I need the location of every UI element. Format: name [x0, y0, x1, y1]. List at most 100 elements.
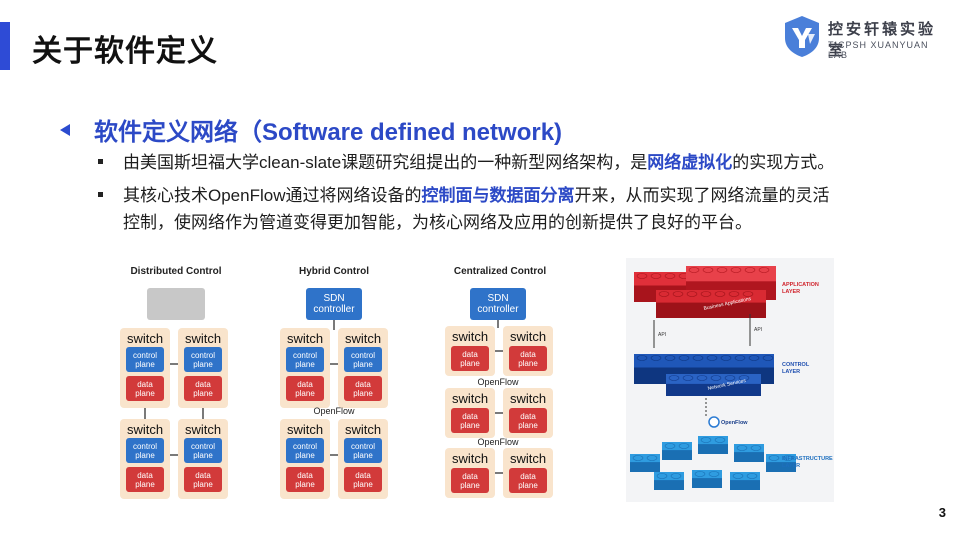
bullet-2-text: 其核心技术OpenFlow通过将网络设备的: [123, 186, 422, 205]
openflow-label: OpenFlow: [721, 420, 748, 426]
control-brick-1-stud-7: [734, 355, 746, 361]
distributed-switch-4-label: switch: [185, 422, 221, 437]
infra-brick-3-top: [734, 444, 764, 453]
app-brick-1-stud-1: [650, 273, 662, 279]
infra-brick-0-stud-1: [646, 455, 658, 461]
control-brick-2-stud-4: [724, 375, 736, 381]
infra-brick-6-stud-0: [694, 471, 706, 477]
infra-brick-2-stud-0: [700, 437, 712, 443]
app-brick-3-stud-4: [714, 291, 726, 297]
bullet-2-text-end: 开来，从而实现了网络流量的灵活: [574, 186, 830, 205]
distributed-switch-1-data-plane: [126, 376, 164, 401]
page-number: 3: [938, 505, 946, 520]
hybrid-switch-2-data-plane: [344, 376, 382, 401]
api-label-2: API: [754, 327, 762, 333]
hybrid-controller-box: [306, 288, 362, 320]
infra-brick-5-top: [654, 472, 684, 481]
centralized-switch-6-label: switch: [510, 451, 546, 466]
distributed-empty-controller: [147, 288, 205, 320]
section-heading-text: 软件定义网络（Software defined network): [94, 119, 563, 146]
hybrid-switch-4-control-plane: [344, 438, 382, 463]
hybrid-switch-2-label: switch: [345, 331, 381, 346]
infra-brick-7-top: [730, 472, 760, 481]
distributed-switch-1-label: switch: [127, 331, 163, 346]
app-brick-2-stud-5: [758, 267, 770, 273]
lab-name-en: TICPSH XUANYUAN LAB: [828, 40, 929, 60]
distributed-switch-4-control-plane: [184, 438, 222, 463]
infra-brick-5-stud-1: [670, 473, 682, 479]
infra-brick-0-top: [630, 454, 660, 463]
infra-layer-label-1: LAYER: [782, 463, 800, 469]
distributed-switch-1-control-plane: [126, 347, 164, 372]
app-brick-1-stud-2: [664, 273, 676, 279]
bullet-2: 其核心技术OpenFlow通过将网络设备的控制面与数据面分离开来，从而实现了网络…: [98, 182, 918, 236]
control-brick-1-stud-0: [636, 355, 648, 361]
infra-layer-label-0: INFRASTRUCTURE: [782, 456, 833, 462]
app-brick-1-stud-0: [636, 273, 648, 279]
app-brick-3-stud-1: [672, 291, 684, 297]
centralized-openflow-label-1: OpenFlow: [477, 377, 519, 387]
infra-brick-5-stud-0: [656, 473, 668, 479]
control-brick-1-stud-3: [678, 355, 690, 361]
distributed-switch-2-control-plane: [184, 347, 222, 372]
triangle-bullet-icon: [60, 123, 70, 136]
api-label-1: API: [658, 332, 666, 338]
infra-brick-4-stud-0: [768, 455, 780, 461]
app-brick-2-stud-3: [730, 267, 742, 273]
centralized-switch-6-data-plane: [509, 468, 547, 493]
bullet-2-line2: 控制，使网络作为管道变得更加智能，为核心网络及应用的创新提供了良好的平台。: [123, 213, 752, 232]
lab-name-cn: 控安轩辕实验室: [828, 21, 937, 59]
centralized-switch-5-data-plane: [451, 468, 489, 493]
control-layer-label-1: LAYER: [782, 369, 800, 375]
control-brick-1-stud-6: [720, 355, 732, 361]
slide-title: 关于软件定义: [32, 35, 218, 68]
app-brick-3-stud-3: [700, 291, 712, 297]
distributed-switch-2-label: switch: [185, 331, 221, 346]
bullet-1-text-end: 的实现方式。: [732, 153, 835, 172]
control-brick-1-stud-4: [692, 355, 704, 361]
app-layer-label-1: LAYER: [782, 289, 800, 295]
control-brick-2-stud-1: [682, 375, 694, 381]
centralized-switch-4-label: switch: [510, 391, 546, 406]
centralized-switch-1-label: switch: [452, 329, 488, 344]
bullet-1-text: 由美国斯坦福大学clean-slate课题研究组提出的一种新型网络架构，是: [123, 153, 648, 172]
bullet-2-highlight: 控制面与数据面分离: [421, 186, 575, 205]
control-brick-2-stud-0: [668, 375, 680, 381]
control-brick-1-stud-8: [748, 355, 760, 361]
control-brick-1-stud-1: [650, 355, 662, 361]
lab-logo-icon: [785, 16, 819, 57]
infra-brick-2-stud-1: [714, 437, 726, 443]
hybrid-switch-1-label: switch: [287, 331, 323, 346]
control-brick-2-stud-5: [738, 375, 750, 381]
centralized-switch-2-label: switch: [510, 329, 546, 344]
bullet-1: 由美国斯坦福大学clean-slate课题研究组提出的一种新型网络架构，是网络虚…: [98, 149, 834, 176]
control-brick-2-stud-2: [696, 375, 708, 381]
square-bullet-icon: [98, 159, 103, 165]
control-brick-2-stud-3: [710, 375, 722, 381]
app-brick-3-stud-0: [658, 291, 670, 297]
control-layer-label-0: CONTROL: [782, 362, 810, 368]
centralized-switch-1-data-plane: [451, 346, 489, 371]
hybrid-switch-1-data-plane: [286, 376, 324, 401]
control-brick-1-stud-5: [706, 355, 718, 361]
centralized-switch-3-label: switch: [452, 391, 488, 406]
distributed-switch-2-data-plane: [184, 376, 222, 401]
infra-brick-7-stud-0: [732, 473, 744, 479]
app-brick-3-stud-2: [686, 291, 698, 297]
